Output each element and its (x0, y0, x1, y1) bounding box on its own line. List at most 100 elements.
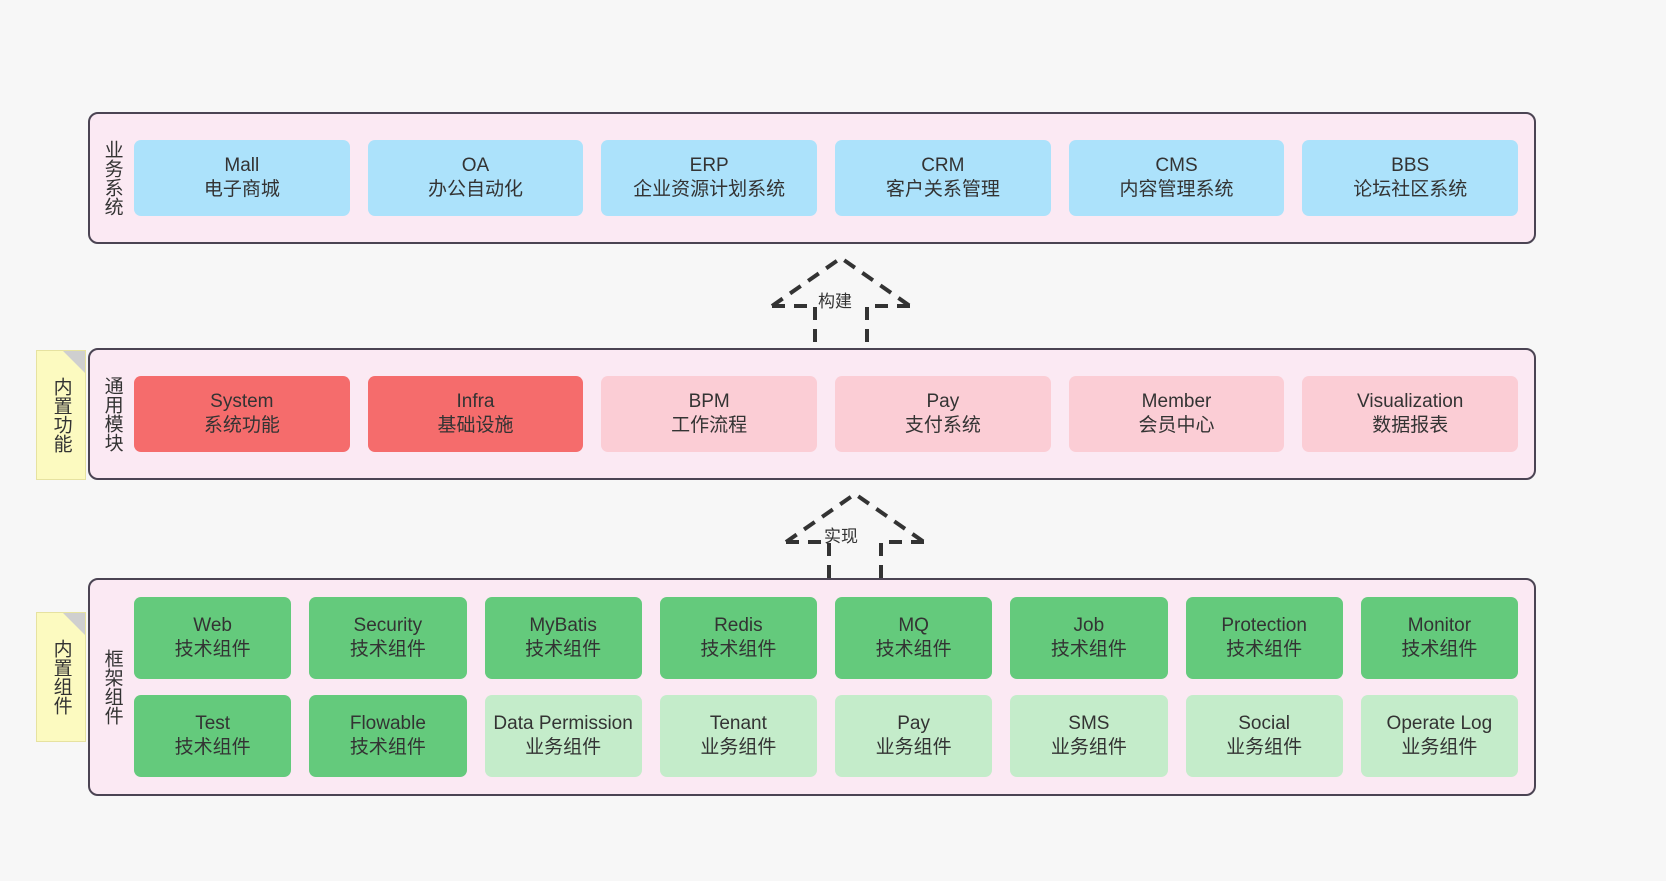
layer-title-module: 通用模块 (101, 376, 123, 452)
card-sms[interactable]: SMS 业务组件 (1010, 695, 1168, 777)
card-subtitle: 支付系统 (904, 415, 981, 436)
card-subtitle: 论坛社区系统 (1353, 179, 1468, 200)
arrow-label-build: 构建 (818, 292, 852, 311)
card-subtitle: 业务组件 (525, 737, 602, 758)
layer-framework-components: 框架组件 Web 技术组件 Security 技术组件 MyBatis 技术组件… (88, 578, 1536, 796)
card-title: System (210, 391, 274, 413)
card-pay-component[interactable]: Pay 业务组件 (835, 695, 993, 777)
card-subtitle: 技术组件 (174, 737, 251, 758)
note-text: 内置组件 (50, 639, 72, 715)
card-title: Visualization (1357, 391, 1464, 413)
card-title: Web (193, 615, 232, 637)
card-subtitle: 技术组件 (1401, 639, 1478, 660)
card-title: Operate Log (1386, 713, 1493, 735)
card-bbs[interactable]: BBS 论坛社区系统 (1302, 140, 1519, 216)
layer-title-business: 业务系统 (101, 140, 123, 216)
card-operate-log[interactable]: Operate Log 业务组件 (1360, 695, 1518, 777)
card-title: Test (195, 713, 231, 735)
card-title: Mall (224, 155, 260, 177)
card-row: Web 技术组件 Security 技术组件 MyBatis 技术组件 Redi… (134, 597, 1518, 679)
card-title: Data Permission (493, 713, 633, 735)
card-title: OA (461, 155, 490, 177)
card-subtitle: 技术组件 (525, 639, 602, 660)
card-member[interactable]: Member 会员中心 (1068, 376, 1285, 452)
card-subtitle: 客户关系管理 (885, 179, 1000, 200)
card-cms[interactable]: CMS 内容管理系统 (1068, 140, 1285, 216)
card-erp[interactable]: ERP 企业资源计划系统 (601, 140, 818, 216)
card-protection[interactable]: Protection 技术组件 (1185, 597, 1343, 679)
card-test[interactable]: Test 技术组件 (134, 695, 292, 777)
card-title: Security (353, 615, 423, 637)
card-subtitle: 基础设施 (437, 415, 514, 436)
card-title: Tenant (709, 713, 767, 735)
card-title: MyBatis (529, 615, 597, 637)
card-security[interactable]: Security 技术组件 (309, 597, 467, 679)
card-data-permission[interactable]: Data Permission 业务组件 (484, 695, 642, 777)
card-subtitle: 办公自动化 (428, 179, 524, 200)
card-title: Social (1238, 713, 1290, 735)
layer-title-framework: 框架组件 (101, 649, 123, 725)
arrow-implement: 实现 (760, 486, 950, 588)
layer-body-framework: Web 技术组件 Security 技术组件 MyBatis 技术组件 Redi… (134, 580, 1534, 794)
card-web[interactable]: Web 技术组件 (134, 597, 292, 679)
card-title: CRM (921, 155, 965, 177)
card-title: SMS (1068, 713, 1110, 735)
card-subtitle: 业务组件 (1050, 737, 1127, 758)
card-oa[interactable]: OA 办公自动化 (367, 140, 584, 216)
card-subtitle: 会员中心 (1138, 415, 1215, 436)
card-job[interactable]: Job 技术组件 (1010, 597, 1168, 679)
card-pay-module[interactable]: Pay 支付系统 (835, 376, 1051, 452)
card-title: Protection (1221, 615, 1307, 637)
card-mybatis[interactable]: MyBatis 技术组件 (484, 597, 642, 679)
card-title: MQ (898, 615, 929, 637)
note-builtin-function: 内置功能 (36, 350, 86, 480)
card-subtitle: 系统功能 (203, 415, 280, 436)
card-title: Job (1073, 615, 1105, 637)
layer-business-systems: 业务系统 Mall 电子商城 OA 办公自动化 ERP 企业资源计划系统 CRM… (88, 112, 1536, 244)
card-flowable[interactable]: Flowable 技术组件 (309, 695, 467, 777)
layer-body-business: Mall 电子商城 OA 办公自动化 ERP 企业资源计划系统 CRM 客户关系… (134, 114, 1534, 242)
card-subtitle: 业务组件 (1226, 737, 1303, 758)
card-title: CMS (1155, 155, 1198, 177)
card-mq[interactable]: MQ 技术组件 (835, 597, 993, 679)
card-subtitle: 业务组件 (875, 737, 952, 758)
card-row: Mall 电子商城 OA 办公自动化 ERP 企业资源计划系统 CRM 客户关系… (134, 140, 1519, 216)
card-mall[interactable]: Mall 电子商城 (134, 140, 350, 216)
card-row: Test 技术组件 Flowable 技术组件 Data Permission … (134, 695, 1518, 777)
card-row: System 系统功能 Infra 基础设施 BPM 工作流程 Pay 支付系统… (134, 376, 1519, 452)
card-subtitle: 内容管理系统 (1119, 179, 1234, 200)
card-visualization[interactable]: Visualization 数据报表 (1302, 376, 1519, 452)
card-subtitle: 数据报表 (1372, 415, 1449, 436)
arrow-build: 构建 (746, 250, 936, 352)
card-bpm[interactable]: BPM 工作流程 (601, 376, 818, 452)
card-subtitle: 技术组件 (349, 737, 426, 758)
card-subtitle: 技术组件 (700, 639, 777, 660)
card-title: Flowable (349, 713, 426, 735)
card-crm[interactable]: CRM 客户关系管理 (835, 140, 1051, 216)
note-text: 内置功能 (50, 377, 72, 453)
card-subtitle: 技术组件 (174, 639, 251, 660)
card-title: Member (1141, 391, 1212, 413)
card-title: BPM (688, 391, 730, 413)
card-title: Infra (456, 391, 495, 413)
card-social[interactable]: Social 业务组件 (1185, 695, 1343, 777)
arrow-label-implement: 实现 (824, 527, 858, 546)
card-subtitle: 技术组件 (1226, 639, 1303, 660)
layer-common-modules: 通用模块 System 系统功能 Infra 基础设施 BPM 工作流程 Pay… (88, 348, 1536, 480)
card-monitor[interactable]: Monitor 技术组件 (1360, 597, 1518, 679)
card-redis[interactable]: Redis 技术组件 (659, 597, 817, 679)
card-subtitle: 技术组件 (1050, 639, 1127, 660)
card-title: ERP (689, 155, 729, 177)
card-title: Pay (926, 391, 960, 413)
card-title: BBS (1391, 155, 1430, 177)
card-infra[interactable]: Infra 基础设施 (367, 376, 584, 452)
card-tenant[interactable]: Tenant 业务组件 (659, 695, 817, 777)
card-title: Monitor (1407, 615, 1472, 637)
note-builtin-component: 内置组件 (36, 612, 86, 742)
card-subtitle: 技术组件 (875, 639, 952, 660)
card-system[interactable]: System 系统功能 (134, 376, 350, 452)
card-subtitle: 电子商城 (203, 179, 280, 200)
card-subtitle: 企业资源计划系统 (633, 179, 786, 200)
card-subtitle: 工作流程 (671, 415, 748, 436)
